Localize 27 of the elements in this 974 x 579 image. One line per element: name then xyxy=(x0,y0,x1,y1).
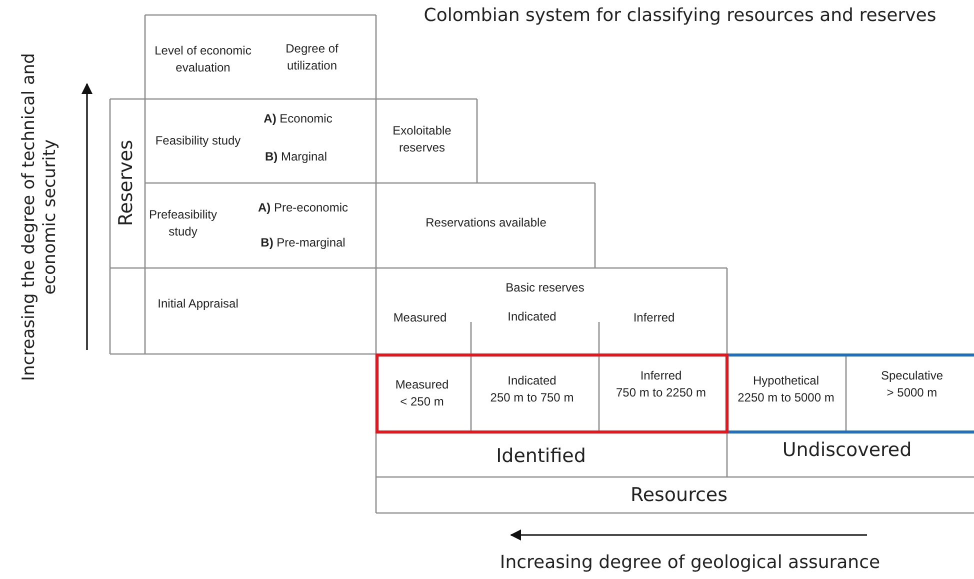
cell-text: Measured < 250 m xyxy=(395,376,449,411)
category-label: Resources xyxy=(630,483,728,508)
axis-label: Increasing the degree of technical and economic security xyxy=(18,52,61,383)
cell-text: Degree of utilization xyxy=(284,40,340,75)
cell-text: Prefeasibility study xyxy=(148,206,218,241)
cell-text: Measured xyxy=(393,309,447,326)
cell-text: A) Economic xyxy=(264,110,332,128)
cell-text: Feasibility study xyxy=(155,132,241,150)
cell-text: B) Marginal xyxy=(264,148,328,166)
category-label: Undiscovered xyxy=(782,438,912,464)
cell-text: Indicated 250 m to 750 m xyxy=(490,372,574,407)
cell-text: B) Pre-marginal xyxy=(260,234,346,252)
cell-text: Basic reserves xyxy=(506,279,584,296)
cell-text: Speculative > 5000 m xyxy=(880,368,944,402)
row-label: Reserves xyxy=(114,140,138,226)
cell-text: Reservations available xyxy=(426,214,546,232)
cell-text: Indicated xyxy=(508,308,556,326)
diagram-title: Colombian system for classifying resources and reserves xyxy=(424,4,936,28)
category-label: Identified xyxy=(496,444,586,470)
cell-text: A) Pre-economic xyxy=(258,199,348,216)
cell-text: Exoloitable reserves xyxy=(392,122,452,157)
axis-label: Increasing degree of geological assurance xyxy=(500,552,880,574)
cell-text: Level of economic evaluation xyxy=(154,42,252,77)
cell-text: Inferred xyxy=(633,309,675,326)
cell-text: Hypothetical 2250 m to 5000 m xyxy=(738,372,834,407)
cell-text: Inferred 750 m to 2250 m xyxy=(616,368,706,402)
cell-text: Initial Appraisal xyxy=(158,295,238,312)
